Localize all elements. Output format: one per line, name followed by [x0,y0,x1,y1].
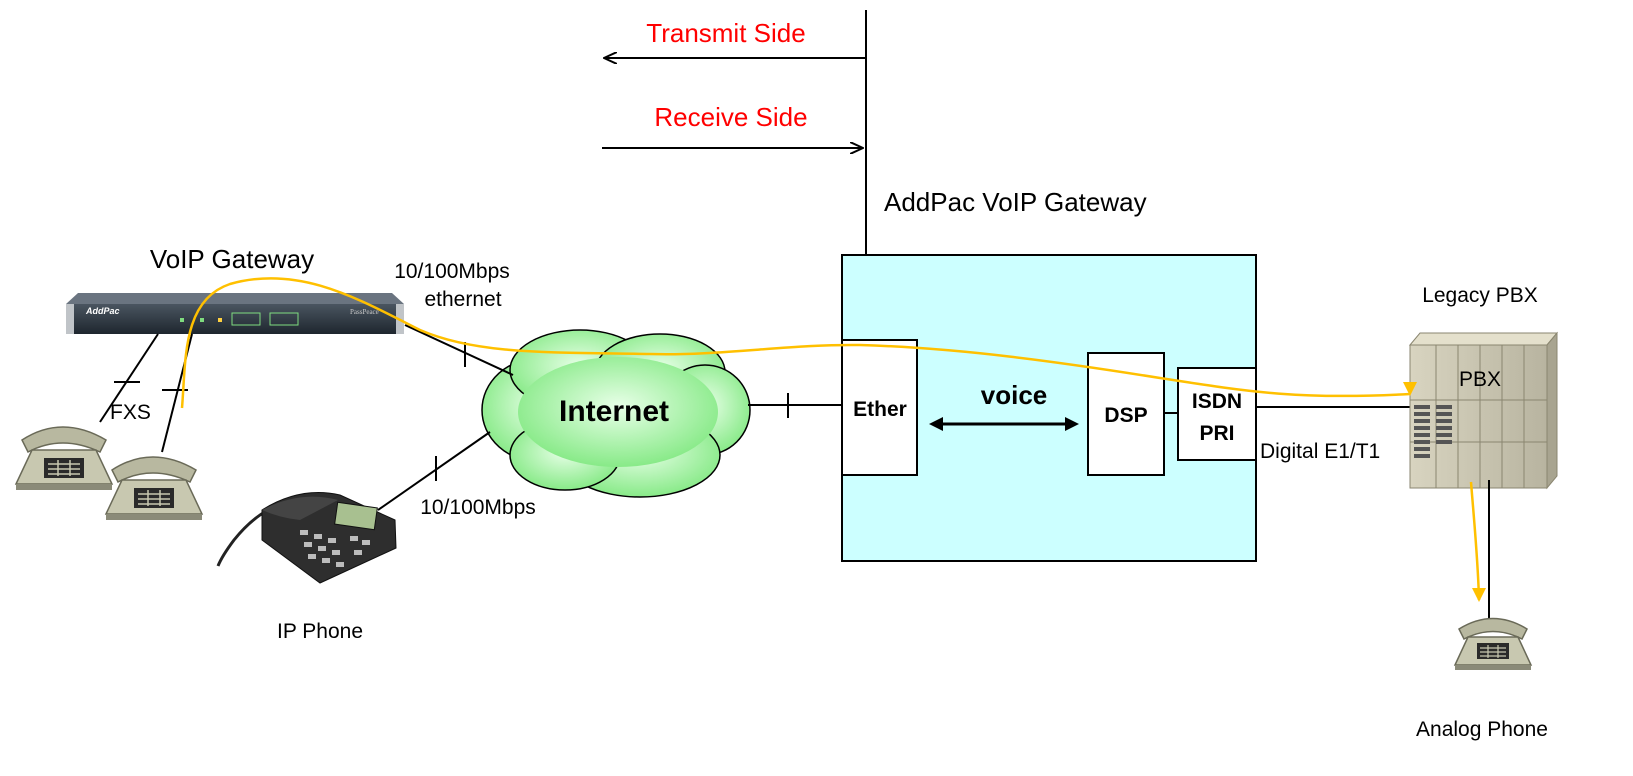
ipphone-cloud-link [377,431,491,511]
fxs-line-1 [99,333,159,423]
ip-phone-device [216,492,397,584]
voice-label: voice [981,380,1048,410]
voice-path-main [180,276,1417,409]
analog-phone-right [1453,617,1533,670]
legacy-pbx-label: Legacy PBX [1422,284,1538,307]
transmit-side-label: Transmit Side [646,18,805,48]
pri-label: PRI [1199,422,1234,445]
ip-phone-label: IP Phone [277,620,363,643]
gateway-brand-text: AddPac [85,306,120,316]
internet-label: Internet [559,395,669,428]
receive-side-label: Receive Side [654,102,807,132]
isdn-label: ISDN [1192,390,1242,413]
ether-label: Ether [853,398,907,421]
pbx-device [1408,331,1559,490]
gateway-cloud-link [404,324,514,376]
ethernet-word-label: ethernet [424,288,501,311]
voice-path-pbx-phone [1469,481,1486,602]
ipphone-speed-label: 10/100Mbps [420,496,536,519]
analog-phone-left-2 [104,456,204,520]
analog-phone-left-1 [14,426,114,490]
pbx-label: PBX [1459,368,1501,391]
fxs-label: FXS [110,401,151,424]
addpac-gateway-label: AddPac VoIP Gateway [884,187,1147,217]
analog-phone-label: Analog Phone [1416,718,1548,741]
ethernet-speed-label: 10/100Mbps [394,260,510,283]
voip-gateway-label: VoIP Gateway [150,244,314,274]
dsp-label: DSP [1104,404,1147,427]
digital-link-label: Digital E1/T1 [1260,440,1380,463]
gateway-model-text: PassPeace [350,308,379,316]
ether-block [841,339,918,476]
voip-gateway-device [66,293,404,334]
